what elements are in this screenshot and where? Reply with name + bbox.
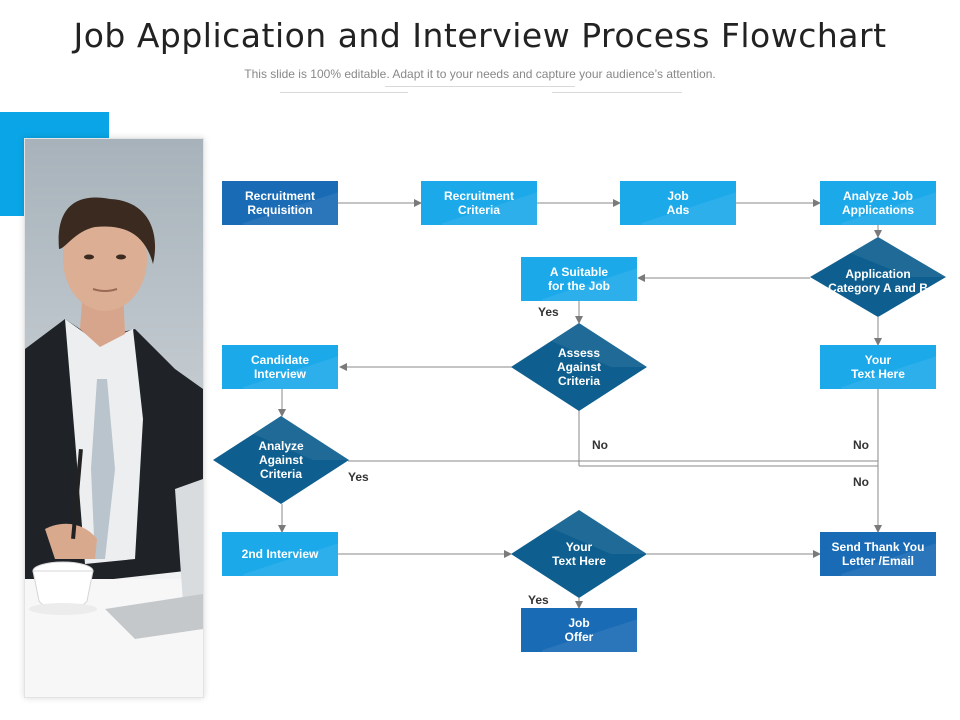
page-title: Job Application and Interview Process Fl…: [73, 16, 887, 55]
label-yes-analyze: Yes: [348, 470, 369, 484]
label-yes-offer: Yes: [528, 593, 549, 607]
node-suitable-for-job: A Suitable for the Job: [521, 257, 637, 301]
label-yes-suitable: Yes: [538, 305, 559, 319]
label-no-assess: No: [592, 438, 608, 452]
node-recruitment-criteria: Recruitment Criteria: [421, 181, 537, 225]
page-subtitle: This slide is 100% editable. Adapt it to…: [244, 67, 716, 81]
node-your-text-here-1: Your Text Here: [820, 345, 936, 389]
diamond-application-category: Application Category A and B: [810, 237, 946, 325]
diamond-your-text-here-2: Your Text Here: [511, 510, 647, 598]
subtitle-rule-right: [552, 92, 682, 93]
node-send-thank-you: Send Thank You Letter /Email: [820, 532, 936, 576]
businessman-photo: [24, 138, 204, 698]
subtitle-rule-center: [385, 86, 575, 87]
node-analyze-job-applications: Analyze Job Applications: [820, 181, 936, 225]
node-candidate-interview: Candidate Interview: [222, 345, 338, 389]
node-job-offer: Job Offer: [521, 608, 637, 652]
node-recruitment-requisition: Recruitment Requisition: [222, 181, 338, 225]
subtitle-rule-left: [280, 92, 408, 93]
node-job-ads: Job Ads: [620, 181, 736, 225]
diamond-analyze-against-criteria: Analyze Against Criteria: [213, 416, 349, 504]
diamond-assess-against-criteria: Assess Against Criteria: [511, 323, 647, 411]
label-no-right-upper: No: [853, 438, 869, 452]
node-second-interview: 2nd Interview: [222, 532, 338, 576]
label-no-right-lower: No: [853, 475, 869, 489]
